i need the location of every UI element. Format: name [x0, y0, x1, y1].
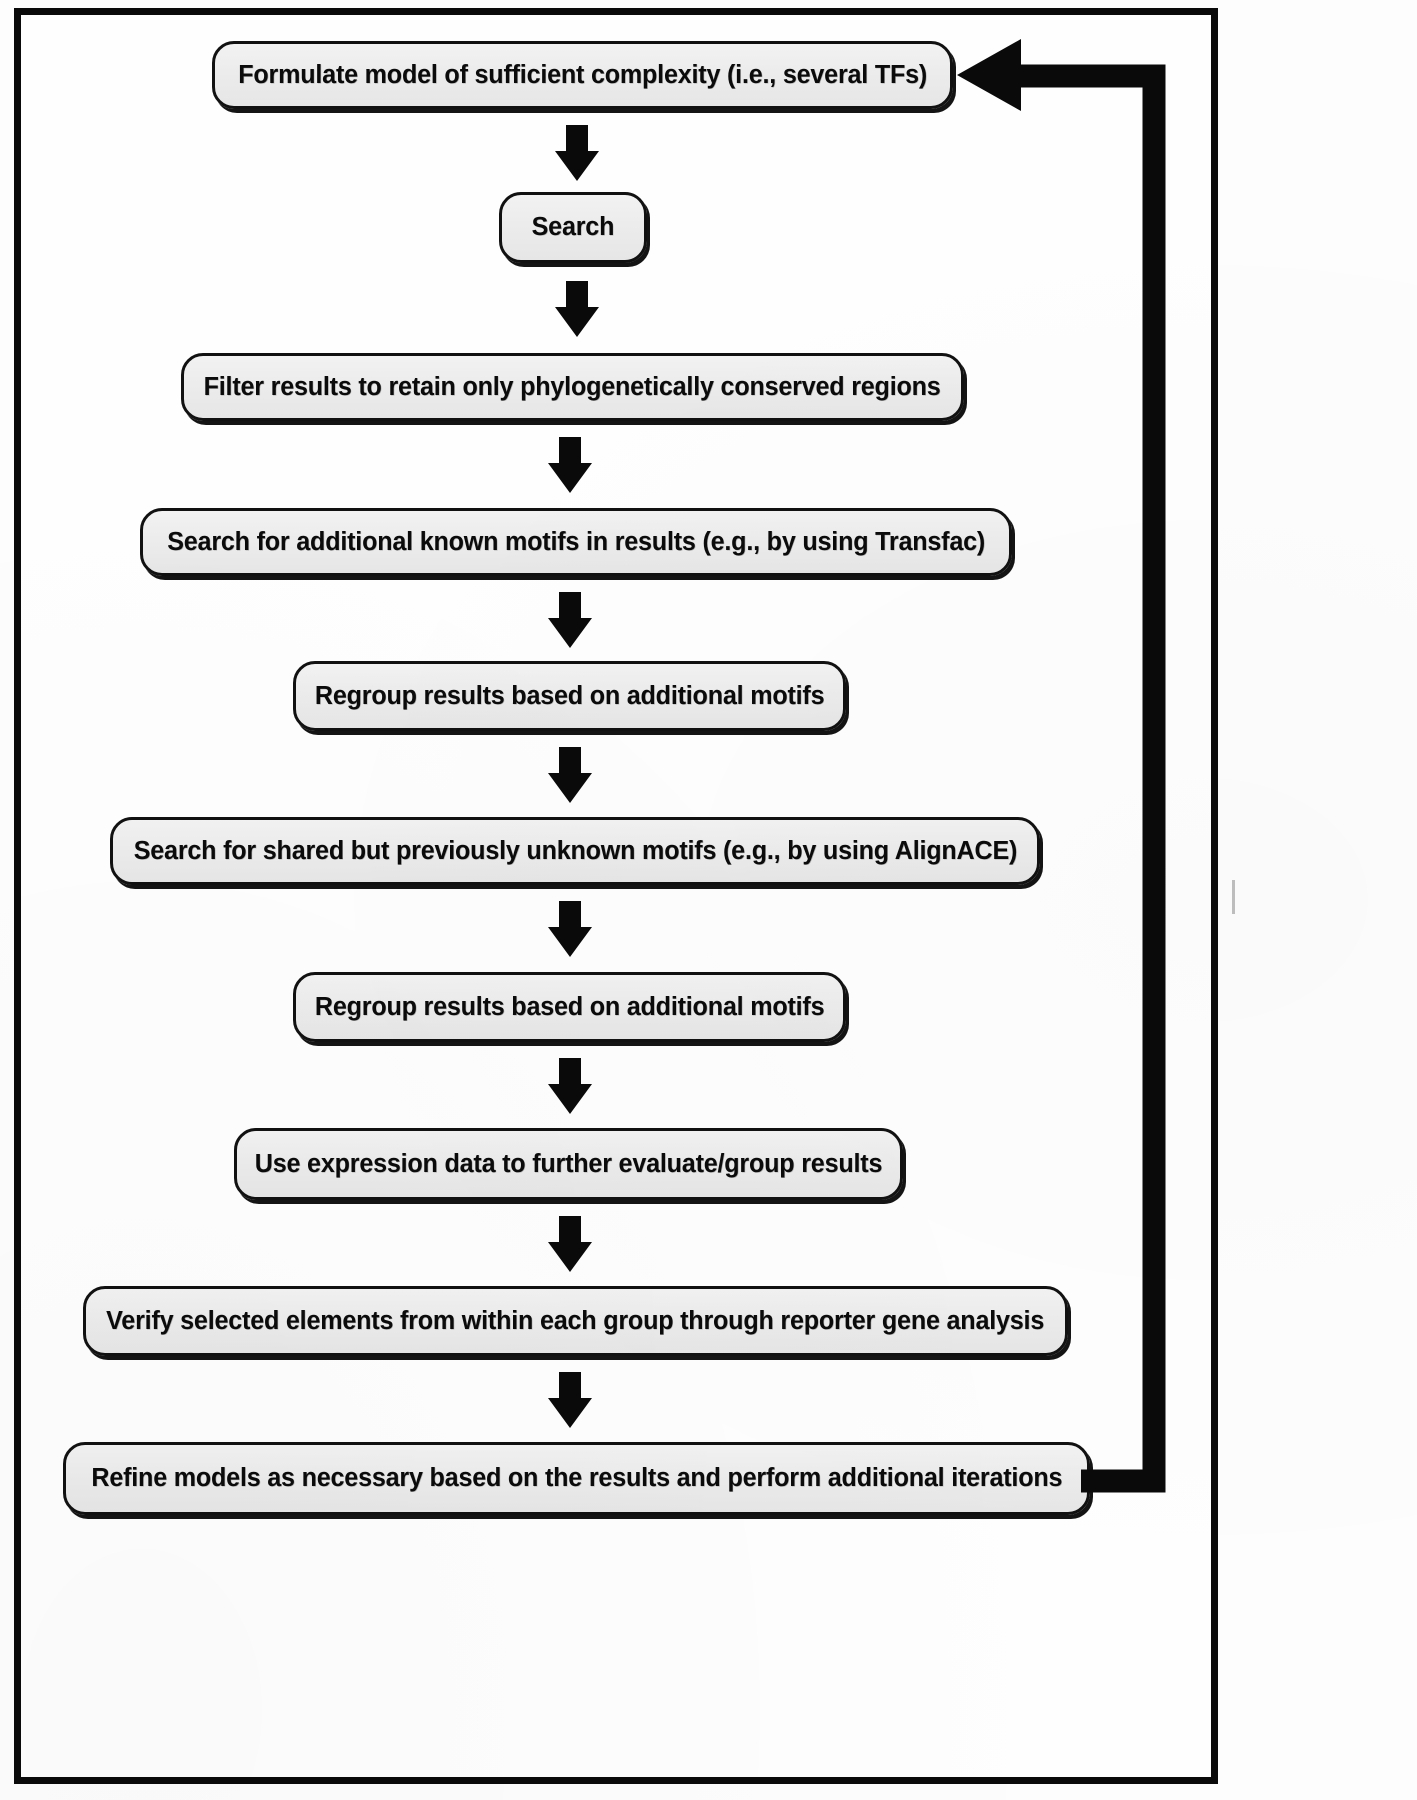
flow-arrow-3 — [548, 437, 592, 493]
scan-edge-artifact — [1232, 880, 1235, 914]
flow-arrow-4 — [548, 592, 592, 648]
flow-arrow-1 — [555, 125, 599, 181]
flow-node-regroup-1[interactable]: Regroup results based on additional moti… — [293, 661, 846, 731]
flow-node-label: Search for additional known motifs in re… — [167, 527, 985, 556]
flow-node-expression-data[interactable]: Use expression data to further evaluate/… — [234, 1128, 903, 1200]
flow-node-search-unknown-motifs[interactable]: Search for shared but previously unknown… — [110, 817, 1040, 885]
flow-arrow-5 — [548, 747, 592, 803]
arrow-head-icon — [555, 151, 599, 181]
flow-arrow-2 — [555, 281, 599, 337]
flow-arrow-9 — [548, 1372, 592, 1428]
flowchart: Formulate model of sufficient complexity… — [21, 15, 1225, 1791]
arrow-head-icon — [548, 463, 592, 493]
arrow-head-icon — [548, 1084, 592, 1114]
arrow-shaft — [566, 281, 588, 307]
flow-node-label: Verify selected elements from within eac… — [106, 1306, 1045, 1335]
flow-node-formulate-model[interactable]: Formulate model of sufficient complexity… — [212, 41, 953, 109]
flow-node-label: Formulate model of sufficient complexity… — [238, 60, 927, 89]
flow-arrow-8 — [548, 1216, 592, 1272]
flow-node-search-known-motifs[interactable]: Search for additional known motifs in re… — [140, 508, 1012, 576]
flow-node-search[interactable]: Search — [499, 192, 647, 263]
arrow-shaft — [559, 1216, 581, 1242]
flow-node-label: Search for shared but previously unknown… — [133, 836, 1017, 865]
flow-node-label: Regroup results based on additional moti… — [314, 681, 825, 710]
flow-feedback-loop-arrow — [957, 39, 1166, 1493]
arrow-head-icon — [548, 618, 592, 648]
arrow-shaft — [559, 1372, 581, 1398]
flow-arrow-7 — [548, 1058, 592, 1114]
arrow-shaft — [559, 437, 581, 463]
arrow-shaft — [566, 125, 588, 151]
figure-frame: Formulate model of sufficient complexity… — [14, 8, 1218, 1784]
arrow-head-icon — [555, 307, 599, 337]
flow-node-label: Regroup results based on additional moti… — [314, 992, 825, 1021]
feedback-loop-path — [1011, 64, 1166, 1493]
feedback-arrow-head-icon — [957, 39, 1021, 111]
arrow-head-icon — [548, 1398, 592, 1428]
arrow-shaft — [559, 592, 581, 618]
flow-node-label: Use expression data to further evaluate/… — [254, 1149, 883, 1178]
flow-node-filter-conserved[interactable]: Filter results to retain only phylogenet… — [181, 353, 964, 421]
arrow-head-icon — [548, 773, 592, 803]
arrow-shaft — [559, 747, 581, 773]
flow-node-label: Refine models as necessary based on the … — [91, 1464, 1062, 1493]
flow-node-label: Filter results to retain only phylogenet… — [204, 372, 941, 401]
arrow-shaft — [559, 1058, 581, 1084]
arrow-shaft — [559, 901, 581, 927]
flow-node-verify-reporter[interactable]: Verify selected elements from within eac… — [83, 1286, 1068, 1356]
flow-node-label: Search — [531, 213, 615, 242]
flow-node-refine-models[interactable]: Refine models as necessary based on the … — [63, 1442, 1090, 1515]
arrow-head-icon — [548, 927, 592, 957]
flow-arrow-6 — [548, 901, 592, 957]
arrow-head-icon — [548, 1242, 592, 1272]
flow-node-regroup-2[interactable]: Regroup results based on additional moti… — [293, 972, 846, 1042]
